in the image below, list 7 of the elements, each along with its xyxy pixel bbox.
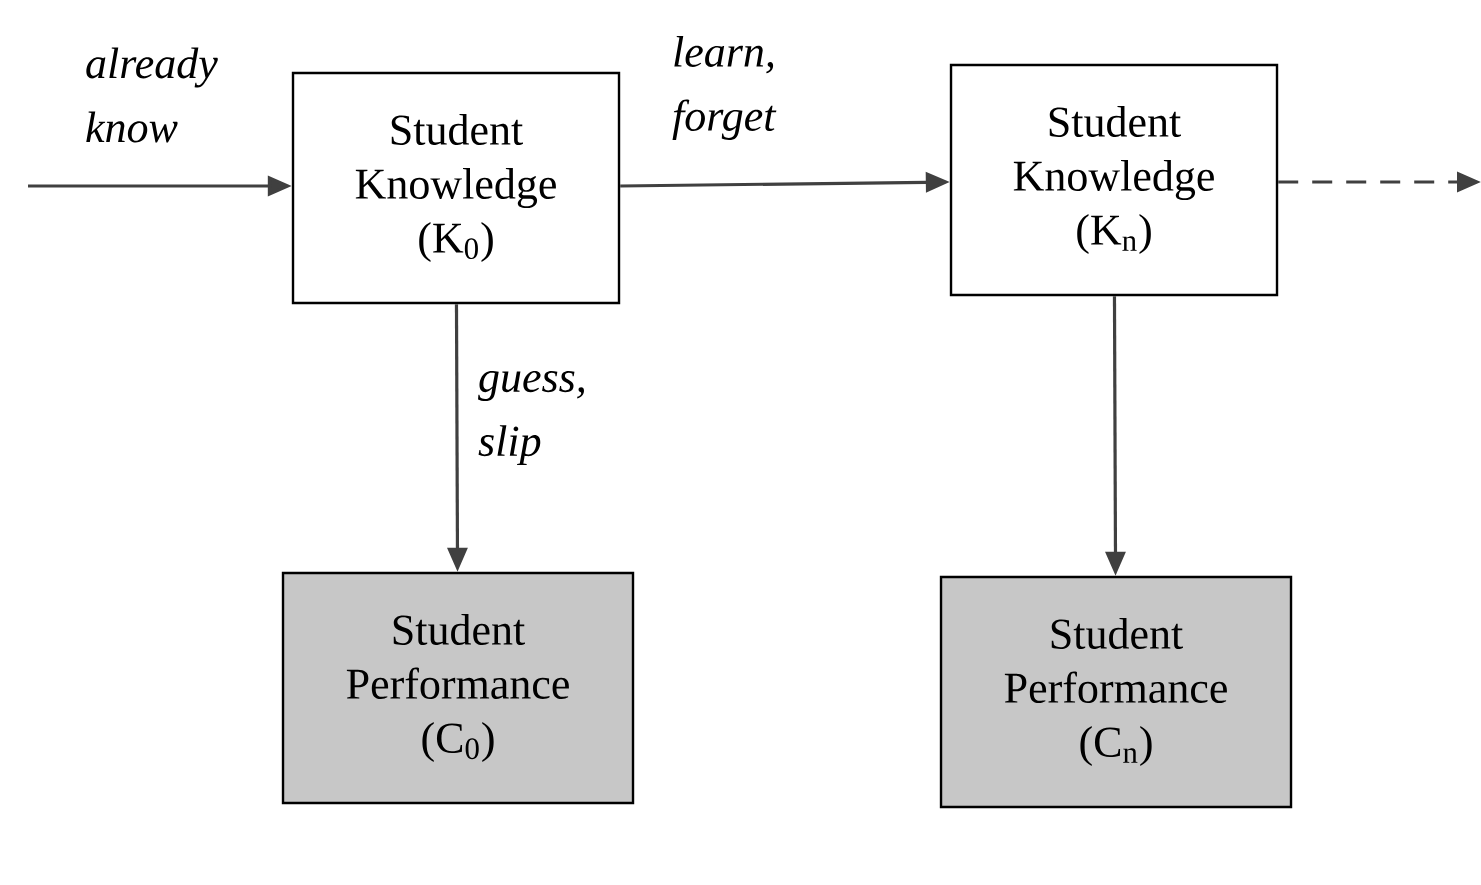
edge-label: learn, forget (672, 36, 777, 140)
edge-label: already know (86, 47, 218, 143)
process-box: Student Knowledge (K$_{n}$) (949, 63, 1279, 297)
output-box: Student Performance (C$_{0}$) (281, 571, 635, 805)
edge-label: guess, slip (478, 370, 584, 466)
output-box: Student Performance (C$_{n}$) (939, 575, 1293, 809)
process-box: Student Knowledge (K$_{0}$) (291, 71, 621, 305)
